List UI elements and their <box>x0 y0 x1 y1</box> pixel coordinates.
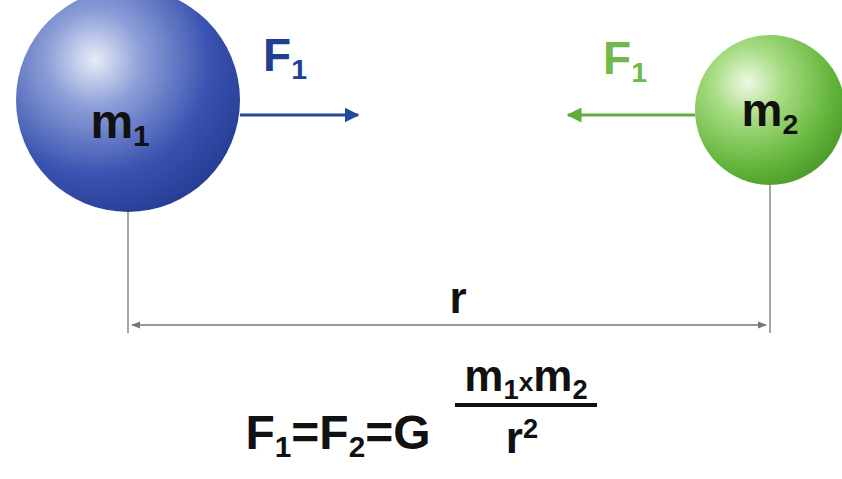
formula-text: F1=F2=G <box>245 409 430 457</box>
force-label: F1 <box>263 32 307 78</box>
formula-denominator: r2 <box>506 416 538 460</box>
mass-label: m1 <box>90 98 149 146</box>
extension-line <box>769 185 771 333</box>
force-arrow <box>568 114 695 117</box>
force-arrow <box>240 114 358 117</box>
mass-label: m2 <box>742 87 799 133</box>
distance-label: r <box>449 276 466 320</box>
force-label: F1 <box>603 35 647 81</box>
formula-numerator: m1xm2 <box>464 354 587 398</box>
dimension-line <box>132 324 766 326</box>
mass-circle: m1 <box>16 0 240 212</box>
mass-circle: m2 <box>695 35 842 185</box>
extension-line <box>127 210 129 333</box>
